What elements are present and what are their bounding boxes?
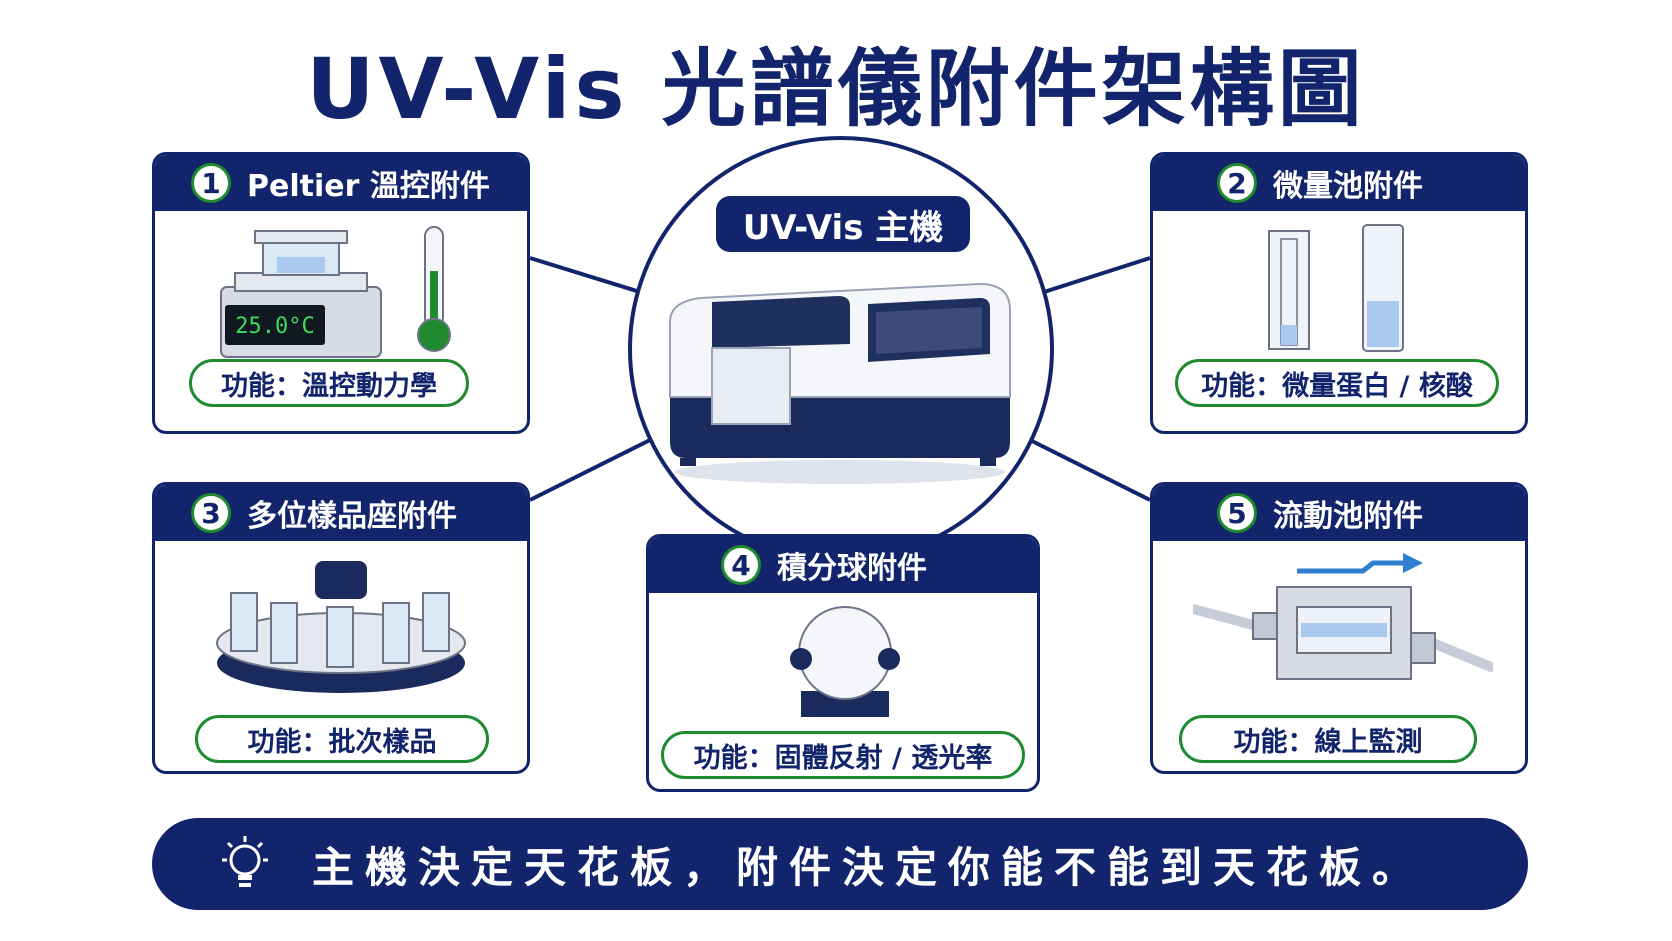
card-flow-cell: 5 流動池附件 功能：線上監測 [1150,482,1528,774]
number-badge: 5 [1217,493,1257,533]
number-badge: 1 [191,163,231,203]
flow-arrow-icon [1297,553,1423,574]
function-pill: 功能：溫控動力學 [189,359,469,407]
main-unit-label: UV-Vis 主機 [716,196,970,252]
number-badge: 2 [1217,163,1257,203]
banner-text: 主機決定天花板，附件決定你能不能到天花板。 [312,842,1426,892]
number-badge: 4 [721,545,761,585]
peltier-illustration: 25.0°C [220,226,451,358]
function-pill: 功能：微量蛋白 / 核酸 [1175,359,1499,407]
integrating-sphere-illustration [790,606,900,717]
card-title: 積分球附件 [777,551,927,586]
card-multi-position-holder: 3 多位樣品座附件 功能：批次樣品 [152,482,530,774]
card-micro-cell: 2 微量池附件 功能：微量蛋白 / 核酸 [1150,152,1528,434]
connector-line-1 [529,256,641,294]
function-pill: 功能：線上監測 [1179,715,1477,763]
flow-cell-illustration [1193,553,1493,680]
card-header: 5 流動池附件 [1153,485,1525,541]
page-title: UV-Vis 光譜儀附件架構圖 [306,40,1366,138]
function-pill: 功能：批次樣品 [195,715,489,763]
card-peltier: 1 Peltier 溫控附件 25.0°C 功能：溫控動力學 [152,152,530,434]
thermometer-icon [417,318,451,352]
summary-banner: 主機決定天花板，附件決定你能不能到天花板。 [152,818,1528,910]
card-header: 3 多位樣品座附件 [155,485,527,541]
function-pill: 功能：固體反射 / 透光率 [661,731,1025,779]
card-title: 多位樣品座附件 [247,499,457,534]
card-title: Peltier 溫控附件 [247,169,490,204]
micro-cuvette-illustration [1268,224,1404,352]
card-title: 流動池附件 [1273,499,1423,534]
card-header: 1 Peltier 溫控附件 [155,155,527,211]
card-header: 2 微量池附件 [1153,155,1525,211]
connector-line-3 [529,438,651,502]
card-integrating-sphere: 4 積分球附件 功能：固體反射 / 透光率 [646,534,1040,792]
spectrophotometer-illustration [669,282,1011,484]
number-badge: 3 [191,493,231,533]
multi-cell-holder-illustration [216,561,466,693]
card-header: 4 積分球附件 [649,537,1037,593]
connector-line-2 [1043,256,1151,294]
connector-line-5 [1029,438,1151,502]
card-title: 微量池附件 [1273,169,1423,204]
temperature-readout: 25.0°C [235,314,314,339]
lightbulb-icon [222,836,268,887]
